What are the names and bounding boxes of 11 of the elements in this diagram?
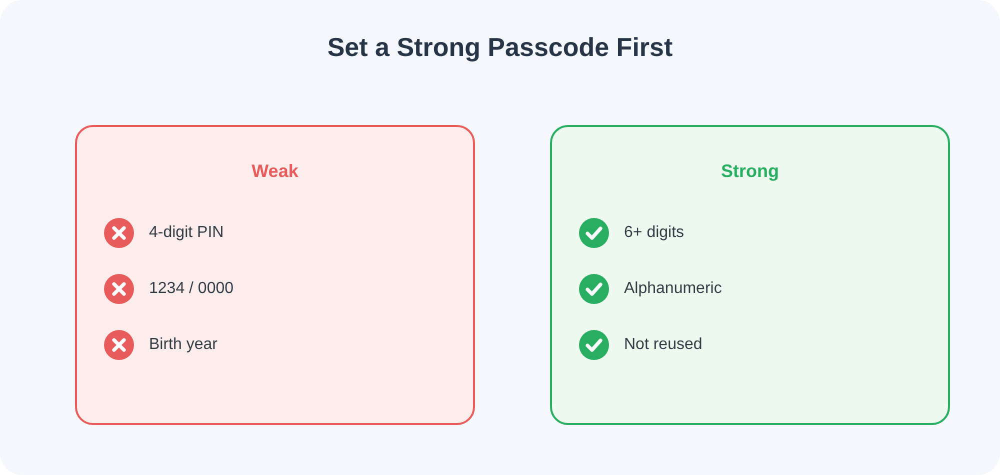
criterion-text: 4-digit PIN	[149, 223, 224, 243]
criterion-text: Alphanumeric	[624, 279, 722, 299]
comparison-panel	[550, 125, 950, 425]
criterion-text: Not reused	[624, 335, 702, 355]
diagram-title: Set a Strong Passcode First	[326, 31, 674, 64]
criterion-text: 1234 / 0000	[149, 279, 234, 299]
comparison-panel	[75, 125, 475, 425]
criterion-text: Birth year	[149, 335, 218, 355]
panel-heading: Strong	[720, 160, 780, 182]
panel-heading: Weak	[250, 160, 300, 182]
criterion-text: 6+ digits	[624, 223, 684, 243]
